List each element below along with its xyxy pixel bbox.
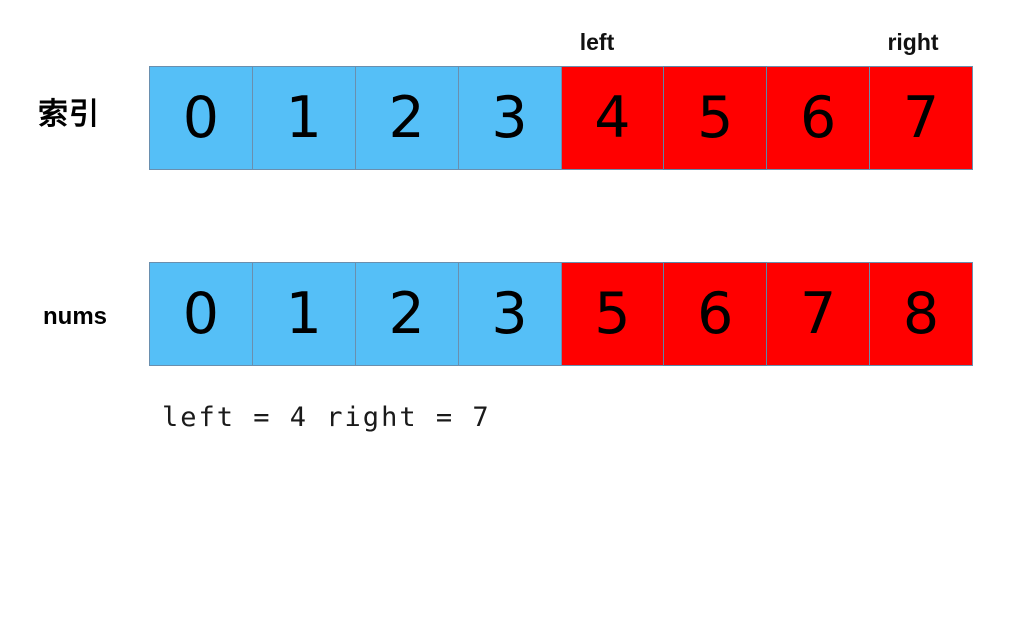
- row-caption-nums: nums: [43, 303, 108, 330]
- array-cell: 2: [354, 66, 459, 170]
- array-cell: 1: [251, 262, 356, 366]
- array-cell: 1: [251, 66, 356, 170]
- array-cell: 3: [457, 262, 562, 366]
- array-cell-marked: 6: [663, 262, 768, 366]
- pointer-expression-text: left = 4 right = 7: [162, 402, 491, 433]
- array-cell: 8: [869, 262, 973, 366]
- array-cell: 0: [149, 262, 253, 366]
- array-cell: 0: [149, 66, 253, 170]
- array-cell: 2: [354, 262, 459, 366]
- array-cell: 6: [766, 66, 871, 170]
- array-cell: 7: [869, 66, 973, 170]
- pointer-label-right: right: [887, 29, 939, 55]
- array-cell-marked: 5: [663, 66, 768, 170]
- array-cell: 3: [457, 66, 562, 170]
- array-cell: 7: [766, 262, 871, 366]
- row-caption-index: 索引: [38, 98, 100, 131]
- array-cell: 5: [560, 262, 665, 366]
- array-row-index: 0 1 2 3 4 5 6 7: [149, 66, 973, 170]
- array-cell: 4: [560, 66, 665, 170]
- array-row-nums: 0 1 2 3 5 6 7 8: [149, 262, 973, 366]
- pointer-label-left: left: [579, 29, 615, 55]
